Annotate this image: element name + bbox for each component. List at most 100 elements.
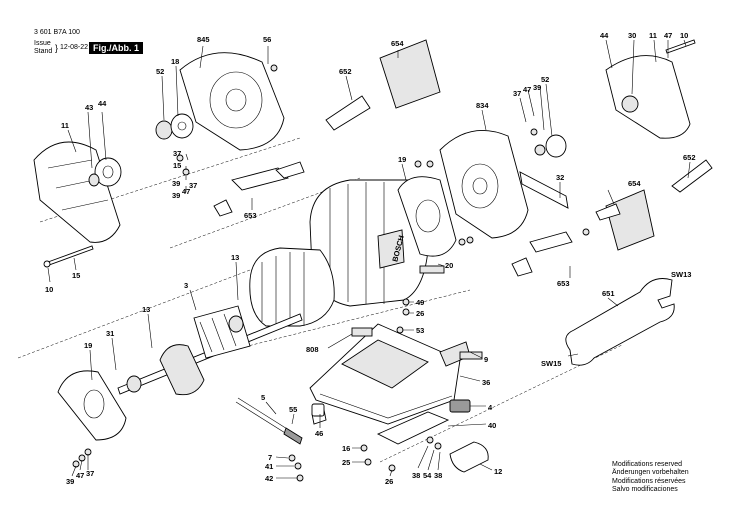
flange-nut-left	[88, 157, 122, 187]
screw-10-left	[43, 245, 94, 268]
part-label: 36	[482, 378, 490, 387]
wrench	[565, 278, 675, 366]
part-label: 39	[172, 191, 180, 200]
wheel-guard-main	[179, 52, 285, 151]
part-label: 46	[315, 429, 323, 438]
motor-housing: BOSCH	[309, 179, 429, 307]
assembly-outline	[17, 137, 623, 463]
part-label: 32	[556, 173, 564, 182]
part-label: 25	[342, 458, 350, 467]
part-label: 15	[72, 271, 80, 280]
part-label: 39	[66, 477, 74, 486]
base-frame	[309, 323, 461, 425]
part-label: 653	[244, 211, 257, 220]
part-label: 7	[268, 453, 272, 462]
part-label: 39	[172, 179, 180, 188]
part-label: 10	[680, 31, 688, 40]
capacitor	[449, 441, 489, 473]
part-label: 13	[231, 253, 239, 262]
eye-shield-right	[595, 189, 655, 251]
part-label: 47	[523, 85, 531, 94]
part-label: 53	[416, 326, 424, 335]
part-label: 652	[339, 67, 352, 76]
part-label: 44	[98, 99, 107, 108]
leader-lines	[47, 39, 691, 479]
spark-deflector-right	[519, 171, 569, 209]
eye-shield-small-right	[671, 159, 713, 193]
stator	[249, 247, 335, 327]
part-label: 41	[265, 462, 273, 471]
notice-line: Salvo modificaciones	[612, 486, 678, 494]
part-label: 16	[342, 444, 350, 453]
part-number-labels: 845 56 52 18 43 44 11 37 15 39 47 37 39 …	[45, 31, 696, 486]
tool-rest-left	[213, 161, 305, 217]
eye-shield-left	[325, 39, 441, 131]
part-label: 808	[306, 345, 319, 354]
part-label: 38	[434, 471, 442, 480]
part-label: 42	[265, 474, 273, 483]
armature	[117, 305, 303, 396]
wheel-guard-top-right	[605, 55, 691, 139]
part-label: 55	[289, 405, 297, 414]
part-label: 19	[398, 155, 406, 164]
modifications-notice: Modifications reserved Änderungen vorbeh…	[612, 461, 689, 495]
part-label: 49	[416, 298, 424, 307]
part-label: 654	[628, 179, 641, 188]
wrench-size-top: SW13	[671, 270, 691, 279]
part-label: 52	[541, 75, 549, 84]
part-label: 18	[171, 57, 179, 66]
part-label: 54	[423, 471, 432, 480]
part-label: 11	[649, 31, 657, 40]
part-label: 12	[494, 467, 502, 476]
part-label: 26	[416, 309, 424, 318]
flange-washers-right	[534, 134, 567, 158]
part-label: 47	[76, 471, 84, 480]
wheel-guard-left	[33, 141, 121, 243]
part-label: 44	[600, 31, 609, 40]
part-label: 651	[602, 289, 615, 298]
part-label: 834	[476, 101, 489, 110]
power-cord	[235, 397, 303, 445]
stand-label: Stand	[34, 48, 53, 55]
part-label: 653	[557, 279, 570, 288]
part-label: 26	[385, 477, 393, 486]
part-label: 10	[45, 285, 53, 294]
wrench-size-bottom: SW15	[541, 359, 561, 368]
part-label: 38	[412, 471, 420, 480]
part-label: 5	[261, 393, 265, 402]
issue-date: 12-08-22	[60, 44, 89, 51]
part-label: 4	[488, 403, 493, 412]
issue-brace: }	[55, 43, 59, 53]
tool-rest-right	[511, 231, 573, 277]
bottom-plate	[376, 411, 450, 445]
part-label: 9	[484, 355, 488, 364]
part-label: 37	[189, 181, 197, 190]
part-label: 47	[182, 187, 190, 196]
bearing-cover-right	[397, 176, 457, 257]
part-label: 47	[664, 31, 672, 40]
document-number: 3 601 B7A 100	[34, 29, 80, 36]
figure-label: Fig./Abb. 1	[89, 42, 143, 54]
part-label: 30	[628, 31, 636, 40]
part-label: 43	[85, 103, 93, 112]
notice-line: Modifications réservées	[612, 477, 686, 485]
part-label: 845	[197, 35, 210, 44]
screw-10-right	[665, 39, 696, 54]
notice-line: Änderungen vorbehalten	[612, 469, 689, 477]
part-label: 20	[445, 261, 453, 270]
part-label: 31	[106, 329, 114, 338]
flange-washers	[155, 113, 194, 140]
part-label: 37	[173, 149, 181, 158]
part-label: 56	[263, 35, 271, 44]
part-label: 37	[513, 89, 521, 98]
part-label: 39	[533, 83, 541, 92]
issue-label: Issue	[34, 40, 51, 47]
part-label: 37	[86, 469, 94, 478]
part-label: 654	[391, 39, 404, 48]
switch	[449, 399, 471, 413]
part-label: 11	[61, 121, 69, 130]
part-label: 3	[184, 281, 188, 290]
notice-line: Modifications reserved	[612, 461, 683, 468]
